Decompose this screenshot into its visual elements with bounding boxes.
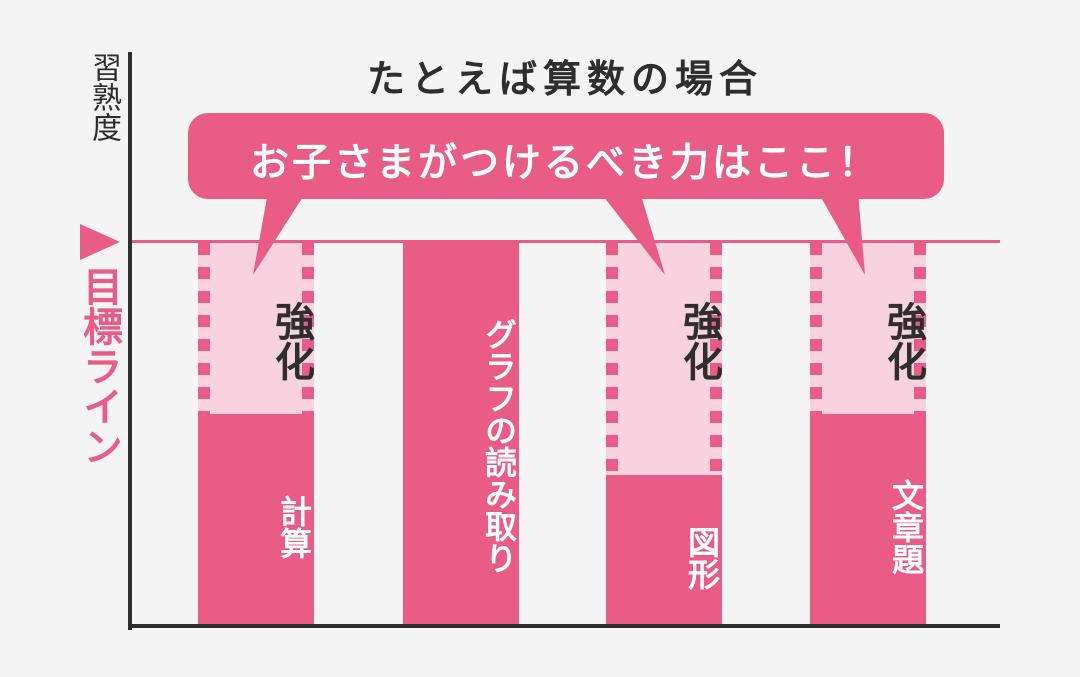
bar-2: グラフの読み取り xyxy=(403,243,519,624)
gap-dash-left xyxy=(606,243,618,475)
bar-label-2: グラフの読み取り xyxy=(480,318,518,574)
gap-label-3: 強化 xyxy=(676,301,722,381)
bar-fill-3 xyxy=(606,475,722,624)
gap-dash-left xyxy=(810,243,822,414)
bar-fill-1 xyxy=(198,414,314,624)
gap-area-4 xyxy=(810,243,926,414)
bar-1: 計算強化 xyxy=(198,243,314,624)
y-axis xyxy=(128,52,132,630)
callout-pointer-1 xyxy=(253,192,306,275)
gap-dash-left xyxy=(198,243,210,414)
gap-dash-right xyxy=(302,243,314,414)
bar-4: 文章題強化 xyxy=(810,243,926,624)
gap-area-3 xyxy=(606,243,722,475)
y-axis-label: 習熟度 xyxy=(86,52,121,142)
target-line-label: 目標ライン xyxy=(76,266,122,466)
gap-label-1: 強化 xyxy=(268,301,314,381)
gap-label-4: 強化 xyxy=(880,301,926,381)
bar-label-4: 文章題 xyxy=(887,479,925,575)
callout-pointer-3 xyxy=(818,192,865,275)
chart-title: たとえば算数の場合 xyxy=(366,57,763,101)
gap-dash-right xyxy=(710,243,722,475)
gap-area-1 xyxy=(198,243,314,414)
gap-dash-right xyxy=(914,243,926,414)
target-arrow-icon xyxy=(80,224,120,260)
callout-text: お子さまがつけるべき力はここ！ xyxy=(249,141,880,186)
bar-fill-2 xyxy=(403,243,519,624)
target-line xyxy=(132,240,1000,243)
callout-pointer-2 xyxy=(600,192,665,275)
bar-label-1: 計算 xyxy=(275,495,313,559)
bar-label-3: 図形 xyxy=(683,526,721,590)
bar-3: 図形強化 xyxy=(606,243,722,624)
x-axis xyxy=(128,624,1000,628)
bar-fill-4 xyxy=(810,414,926,624)
